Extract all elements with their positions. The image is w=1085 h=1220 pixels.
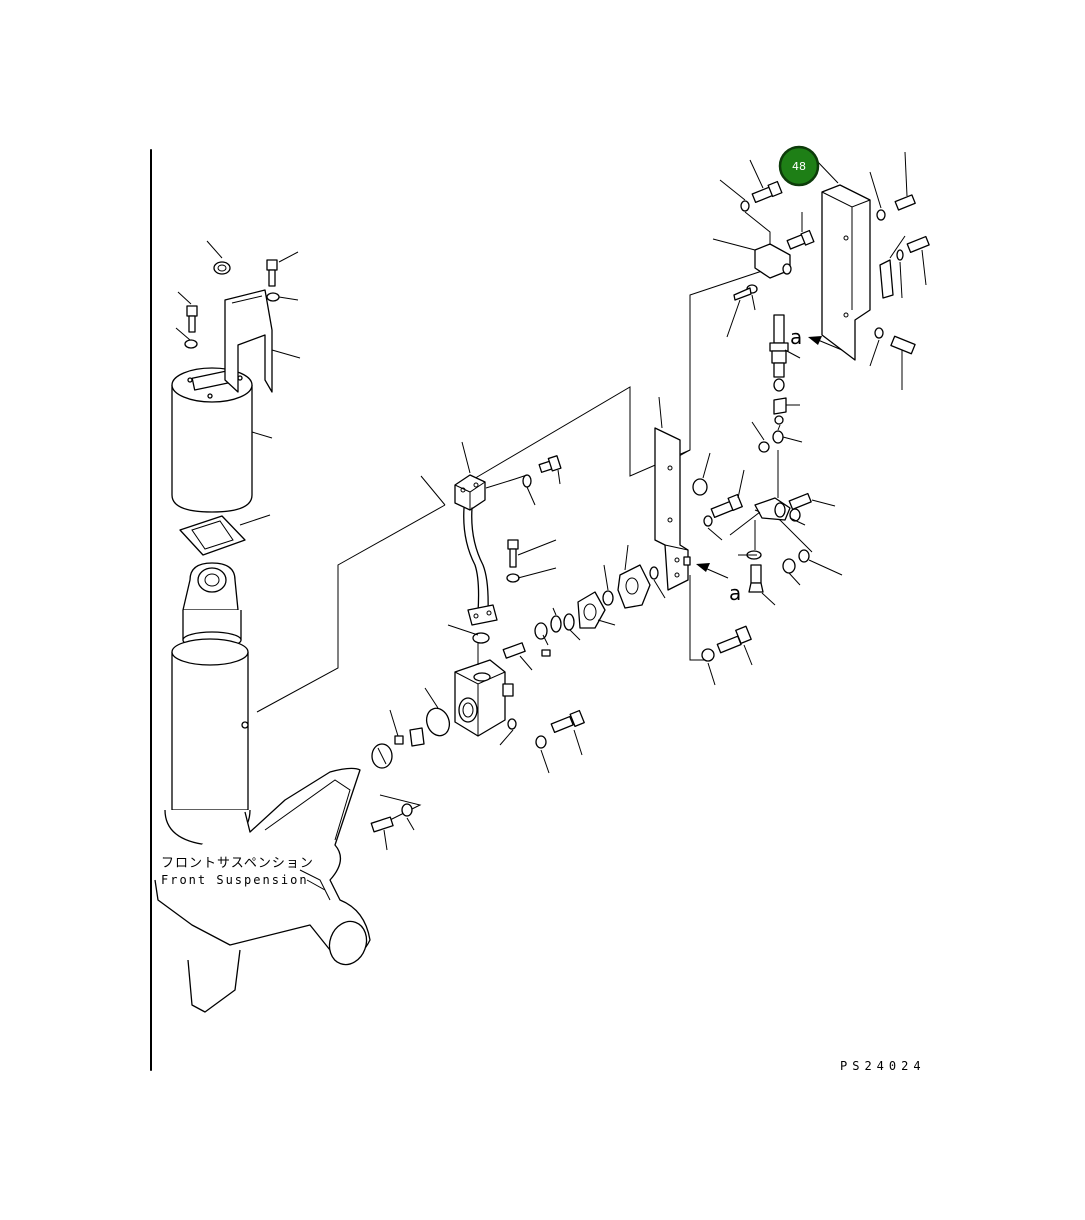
callout-badge-48[interactable]: 48	[778, 145, 820, 187]
o-ring-and-plugs	[371, 632, 490, 769]
front-suspension-label: フロントサスペンション Front Suspension	[161, 856, 314, 887]
assembly-guide-lines	[256, 264, 813, 821]
height-sensor-rod	[769, 314, 789, 425]
canister-fasteners	[184, 259, 280, 349]
view-mark-lower: a	[729, 581, 741, 605]
valve-leader-lines	[383, 441, 616, 851]
front-suspension-strut	[154, 562, 371, 1013]
view-mark-upper: a	[790, 325, 802, 349]
valve-body	[454, 659, 514, 737]
mounting-plate	[654, 427, 691, 591]
sensor-lever	[754, 497, 791, 521]
view-arrow-lower	[696, 563, 729, 579]
hydraulic-pipe	[463, 507, 498, 626]
canister-leader-lines	[175, 240, 301, 526]
valve-manifold-block	[454, 474, 486, 511]
section-label-english: Front Suspension	[161, 873, 309, 887]
drawing-code: PS24024	[840, 1059, 926, 1073]
valve-fasteners	[370, 455, 614, 833]
sensor-plate	[754, 243, 792, 279]
canister-bracket	[224, 289, 273, 393]
canister-gasket	[179, 515, 246, 556]
callout-badge-number: 48	[792, 160, 806, 173]
view-arrow-upper	[808, 336, 843, 351]
section-label-japanese: フロントサスペンション	[161, 856, 314, 871]
sensor-fasteners	[733, 180, 930, 593]
sensor-bracket	[821, 184, 871, 361]
flange-cover	[617, 564, 659, 609]
accumulator-canister	[171, 367, 253, 513]
plate-leader-lines	[624, 396, 753, 686]
section-leader-line	[306, 879, 326, 891]
sensor-leader-lines	[712, 151, 927, 606]
plate-fasteners	[692, 478, 752, 662]
